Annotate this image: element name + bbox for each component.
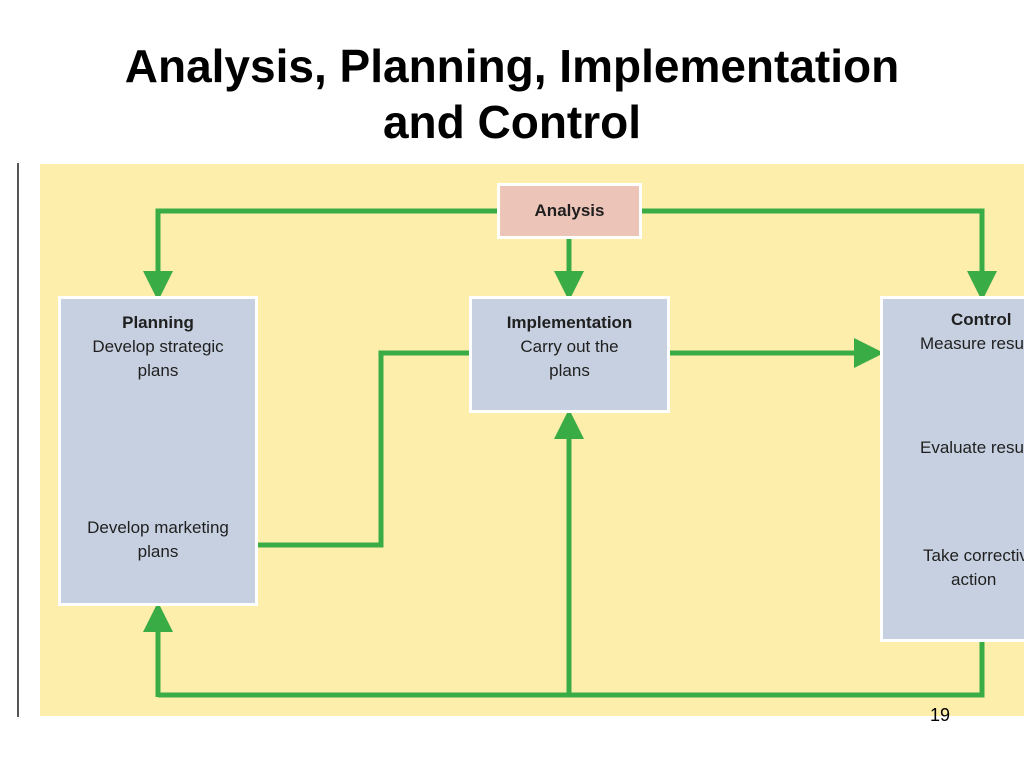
planning-step-2-line-1: Develop marketing bbox=[87, 518, 229, 537]
control-step-1: Measure resu bbox=[920, 334, 1024, 353]
planning-step-1-line-2: plans bbox=[137, 361, 179, 380]
control-step-2: Evaluate resu bbox=[920, 438, 1024, 457]
arrow-analysis-to-planning bbox=[143, 208, 500, 301]
control-step-3-line-1: Take correctiv bbox=[923, 546, 1024, 565]
implementation-box: Implementation Carry out the plans bbox=[469, 296, 670, 413]
control-box: Control Measure resu Evaluate resu Take … bbox=[880, 296, 1024, 642]
analysis-title: Analysis bbox=[534, 201, 605, 220]
implementation-line-1: Carry out the bbox=[520, 337, 619, 356]
implementation-line-2: plans bbox=[549, 361, 590, 380]
slide-title: Analysis, Planning, Implementation and C… bbox=[0, 38, 1024, 150]
implementation-title: Implementation bbox=[506, 313, 633, 332]
planning-title: Planning bbox=[122, 313, 194, 332]
slide-title-line-2: and Control bbox=[382, 96, 642, 148]
slide-title-line-1: Analysis, Planning, Implementation bbox=[124, 40, 900, 92]
planning-box: Planning Develop strategic plans Develop… bbox=[58, 296, 258, 606]
feedback-line-bottom bbox=[158, 642, 985, 698]
planning-step-1-line-1: Develop strategic bbox=[92, 337, 224, 356]
page-number: 19 bbox=[930, 705, 951, 725]
control-title: Control bbox=[951, 310, 1012, 329]
arrow-analysis-to-control bbox=[640, 208, 997, 301]
analysis-box: Analysis bbox=[497, 183, 642, 239]
control-step-3-line-2: action bbox=[951, 570, 997, 589]
planning-step-2-line-2: plans bbox=[137, 542, 179, 561]
connector-planning-to-implementation bbox=[258, 350, 472, 548]
left-vertical-rule bbox=[17, 163, 19, 717]
